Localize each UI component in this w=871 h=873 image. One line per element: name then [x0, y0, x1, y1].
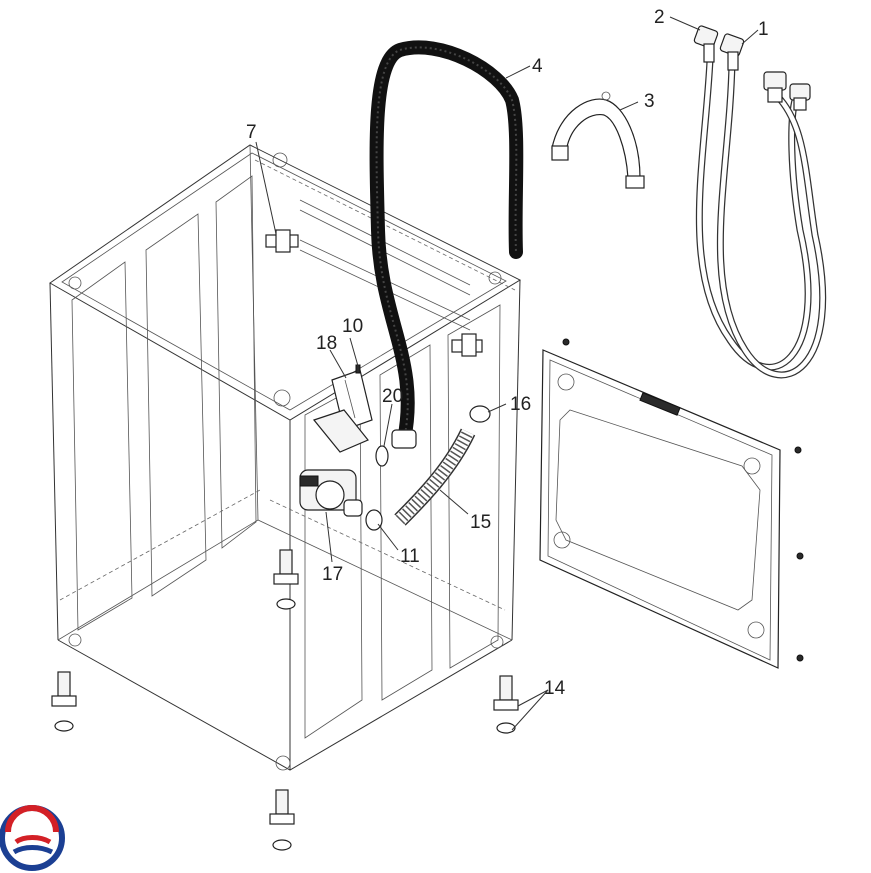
callout-18[interactable]: 18 — [316, 333, 337, 354]
callout-10[interactable]: 10 — [342, 316, 363, 337]
part-17-drain-pump[interactable] — [299, 469, 363, 517]
part-11-clamp[interactable] — [365, 509, 383, 531]
part-1-2-inlet-hoses[interactable] — [693, 25, 827, 379]
rear-panel-screws — [562, 338, 804, 662]
callout-1[interactable]: 1 — [758, 19, 769, 40]
callout-3[interactable]: 3 — [644, 91, 655, 112]
part-20-clamp[interactable] — [375, 445, 389, 467]
callout-15[interactable]: 15 — [470, 512, 491, 533]
part-16-clamp[interactable] — [469, 405, 491, 423]
callout-7[interactable]: 7 — [246, 122, 257, 143]
part-14-leveling-foot[interactable] — [51, 549, 519, 851]
part-18-filter-housing[interactable] — [312, 369, 373, 453]
part-1-hose-fitting[interactable] — [719, 33, 745, 71]
callout-20[interactable]: 20 — [382, 386, 403, 407]
part-4-drain-hose[interactable] — [369, 40, 524, 449]
part-7b-bracket[interactable] — [451, 333, 483, 357]
leader-lines — [255, 16, 759, 731]
part-3-hose-guide[interactable] — [551, 91, 645, 189]
part-7-bracket[interactable] — [265, 229, 299, 253]
rear-panel[interactable] — [539, 349, 781, 669]
callout-14[interactable]: 14 — [544, 678, 566, 699]
part-15-pump-hose[interactable] — [394, 428, 476, 526]
part-10-screw[interactable] — [355, 364, 361, 374]
part-2-hose-fitting[interactable] — [693, 25, 719, 63]
callout-16[interactable]: 16 — [510, 394, 531, 415]
callout-labels: 1 2 3 4 7 10 11 14 15 16 17 18 20 — [246, 7, 769, 699]
callout-4[interactable]: 4 — [532, 56, 543, 77]
brand-logo-icon — [0, 805, 65, 871]
callout-17[interactable]: 17 — [322, 564, 343, 585]
callout-11[interactable]: 11 — [400, 546, 420, 567]
callout-2[interactable]: 2 — [654, 7, 665, 28]
